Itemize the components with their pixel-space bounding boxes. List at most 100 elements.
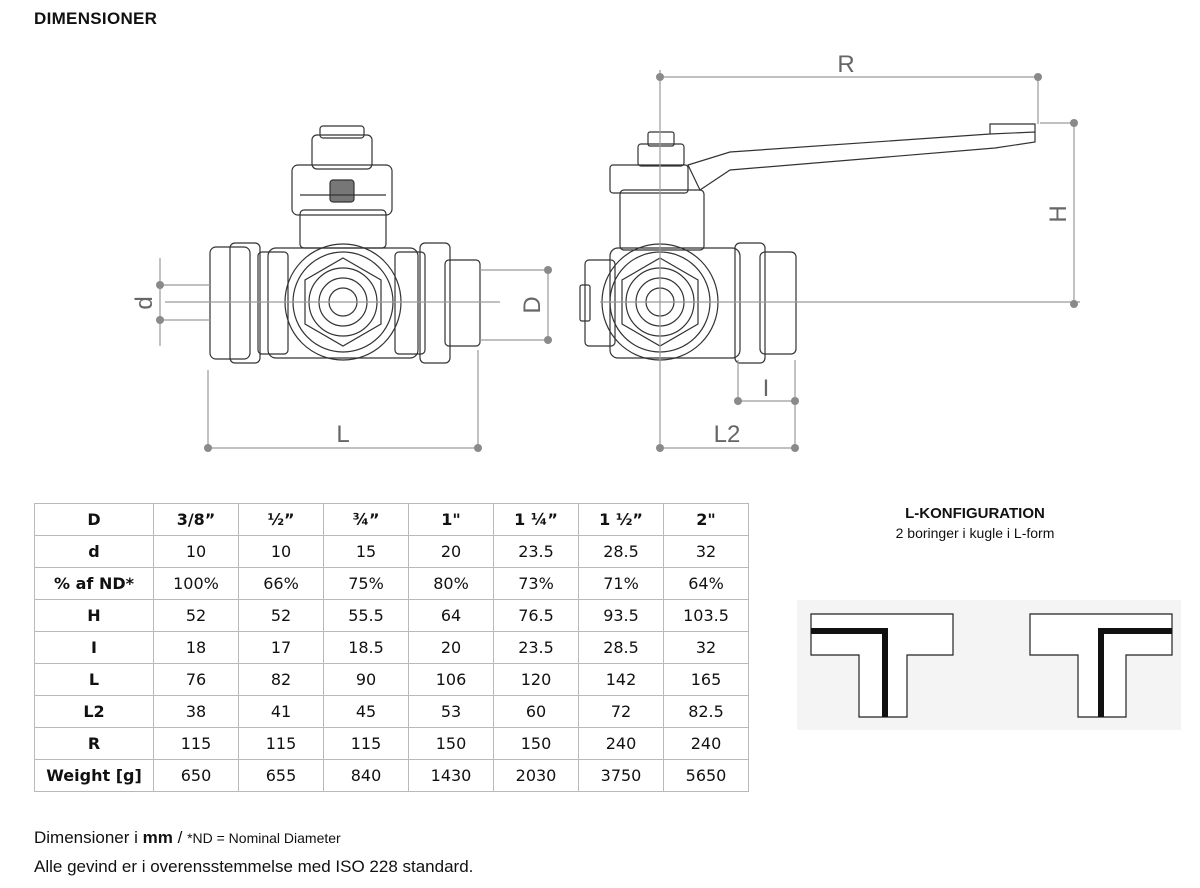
- nd-footnote: *ND = Nominal Diameter: [187, 830, 341, 846]
- table-cell: 100%: [153, 567, 239, 600]
- table-cell: 90: [323, 663, 409, 696]
- table-cell: 45: [323, 695, 409, 728]
- table-header-row: D 3/8” ½” ¾” 1" 1 ¼” 1 ½” 2": [34, 503, 749, 536]
- table-cell: 840: [323, 759, 409, 792]
- table-cell: 18: [153, 631, 239, 664]
- table-row-label: d: [34, 535, 154, 568]
- table-cell: 32: [663, 535, 749, 568]
- units-note-separator: /: [172, 828, 188, 847]
- table-cell: 75%: [323, 567, 409, 600]
- table-header-cell: 3/8”: [153, 503, 239, 536]
- table-cell: 150: [493, 727, 579, 760]
- dim-label-H: H: [1045, 205, 1072, 222]
- table-cell: 20: [408, 535, 494, 568]
- table-row-label: R: [34, 727, 154, 760]
- table-cell: 2030: [493, 759, 579, 792]
- units-note-prefix: Dimensioner i: [34, 828, 143, 847]
- table-cell: 142: [578, 663, 664, 696]
- dim-label-d: d: [131, 296, 158, 309]
- dimension-table: D 3/8” ½” ¾” 1" 1 ¼” 1 ½” 2" d 10 10 15 …: [34, 503, 749, 792]
- table-cell: 76: [153, 663, 239, 696]
- table-cell: 3750: [578, 759, 664, 792]
- table-cell: 41: [238, 695, 324, 728]
- table-row-label: Weight [g]: [34, 759, 154, 792]
- table-cell: 18.5: [323, 631, 409, 664]
- table-row-label: % af ND*: [34, 567, 154, 600]
- table-cell: 115: [238, 727, 324, 760]
- dim-label-L: L: [336, 421, 349, 448]
- l-config-shape-right: [1029, 613, 1173, 718]
- table-row-label: D: [34, 503, 154, 536]
- table-cell: 5650: [663, 759, 749, 792]
- l-config-diagram: [797, 600, 1181, 730]
- iso-standard-note: Alle gevind er i overensstemmelse med IS…: [34, 857, 474, 876]
- table-cell: 240: [663, 727, 749, 760]
- table-cell: 20: [408, 631, 494, 664]
- table-cell: 1430: [408, 759, 494, 792]
- table-cell: 72: [578, 695, 664, 728]
- table-cell: 10: [153, 535, 239, 568]
- l-config-subtitle: 2 boringer i kugle i L-form: [895, 525, 1055, 541]
- table-cell: 165: [663, 663, 749, 696]
- table-header-cell: 1 ½”: [578, 503, 664, 536]
- dim-label-L2: L2: [714, 421, 741, 448]
- table-cell: 650: [153, 759, 239, 792]
- side-view-valve: [579, 123, 1036, 364]
- table-cell: 93.5: [578, 599, 664, 632]
- table-row: % af ND* 100% 66% 75% 80% 73% 71% 64%: [34, 567, 749, 600]
- table-cell: 82: [238, 663, 324, 696]
- table-cell: 53: [408, 695, 494, 728]
- table-cell: 240: [578, 727, 664, 760]
- dim-label-R: R: [837, 51, 854, 78]
- table-cell: 52: [238, 599, 324, 632]
- table-cell: 38: [153, 695, 239, 728]
- table-cell: 115: [153, 727, 239, 760]
- table-row-label: L: [34, 663, 154, 696]
- table-row: L2 38 41 45 53 60 72 82.5: [34, 695, 749, 728]
- table-row-label: L2: [34, 695, 154, 728]
- table-cell: 55.5: [323, 599, 409, 632]
- table-cell: 82.5: [663, 695, 749, 728]
- table-cell: 73%: [493, 567, 579, 600]
- units-note: Dimensioner i mm / *ND = Nominal Diamete…: [34, 828, 341, 848]
- table-cell: 106: [408, 663, 494, 696]
- table-row: L 76 82 90 106 120 142 165: [34, 663, 749, 696]
- table-header-cell: 1 ¼”: [493, 503, 579, 536]
- valve-dimension-drawing: d D L R H I L2: [131, 51, 1080, 452]
- table-cell: 76.5: [493, 599, 579, 632]
- table-cell: 32: [663, 631, 749, 664]
- table-row: d 10 10 15 20 23.5 28.5 32: [34, 535, 749, 568]
- l-config-title: L-KONFIGURATION: [905, 505, 1045, 522]
- table-row: R 115 115 115 150 150 240 240: [34, 727, 749, 760]
- table-cell: 71%: [578, 567, 664, 600]
- table-header-cell: 2": [663, 503, 749, 536]
- table-cell: 23.5: [493, 535, 579, 568]
- table-row-label: I: [34, 631, 154, 664]
- table-cell: 103.5: [663, 599, 749, 632]
- table-cell: 10: [238, 535, 324, 568]
- table-cell: 17: [238, 631, 324, 664]
- table-cell: 150: [408, 727, 494, 760]
- table-cell: 655: [238, 759, 324, 792]
- table-cell: 15: [323, 535, 409, 568]
- table-cell: 80%: [408, 567, 494, 600]
- table-cell: 64: [408, 599, 494, 632]
- table-cell: 28.5: [578, 631, 664, 664]
- dim-label-I: I: [763, 375, 770, 402]
- table-row: I 18 17 18.5 20 23.5 28.5 32: [34, 631, 749, 664]
- page-title: DIMENSIONER: [34, 9, 158, 28]
- table-row: H 52 52 55.5 64 76.5 93.5 103.5: [34, 599, 749, 632]
- table-header-cell: ½”: [238, 503, 324, 536]
- table-cell: 120: [493, 663, 579, 696]
- units-note-unit: mm: [142, 828, 173, 847]
- table-row: Weight [g] 650 655 840 1430 2030 3750 56…: [34, 759, 749, 792]
- table-cell: 52: [153, 599, 239, 632]
- l-config-shape-left: [810, 613, 954, 718]
- table-cell: 23.5: [493, 631, 579, 664]
- table-cell: 115: [323, 727, 409, 760]
- dim-label-D: D: [519, 296, 546, 313]
- table-row-label: H: [34, 599, 154, 632]
- table-cell: 64%: [663, 567, 749, 600]
- front-view-valve: [209, 125, 481, 364]
- table-header-cell: 1": [408, 503, 494, 536]
